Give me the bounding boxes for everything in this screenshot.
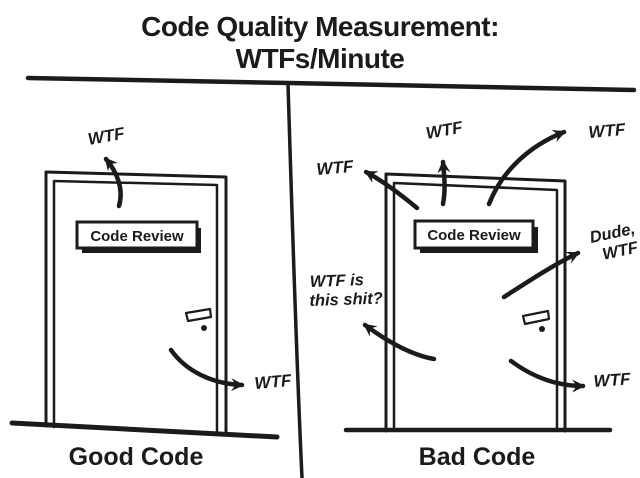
good-code-panel: Code Review WTF WTF Good Code [9, 124, 293, 471]
bad-door-outer-frame [384, 172, 567, 433]
good-door-handle-dot [201, 325, 207, 331]
good-arrow-top [103, 156, 123, 209]
bad-door-inner-frame [392, 181, 559, 433]
good-door-handle [184, 307, 213, 323]
bad-code-panel: Code Review WTF WTF WTF Dude, WTF WTF is [309, 118, 640, 471]
title-line1: Code Quality Measurement: [141, 11, 499, 42]
bad-wtf-door-label: WTF [593, 369, 632, 391]
bad-question-label: WTF is this shit? [309, 271, 383, 310]
bad-arrow-question [362, 322, 437, 362]
title-line2: WTFs/Minute [236, 43, 405, 74]
bad-wtf-top-center-label: WTF [424, 118, 464, 143]
bad-dude-wtf-label: Dude, WTF [588, 220, 640, 264]
panel-divider-line [286, 82, 304, 478]
bad-door-handle-dot [539, 326, 545, 332]
good-sign-face [75, 220, 199, 250]
bad-arrow-top-right [486, 129, 567, 207]
good-wtf-door-label: WTF [254, 371, 293, 393]
bad-question-line2: this shit? [309, 289, 383, 310]
bad-arrow-door [508, 358, 586, 393]
good-sign-label: Code Review [90, 228, 184, 245]
good-door-sign: Code Review [75, 220, 201, 253]
top-rule-line [25, 75, 637, 93]
bad-sign-label: Code Review [427, 227, 521, 244]
good-door-outer-frame [44, 170, 228, 436]
good-ground-line [9, 420, 280, 440]
good-door-inner-frame [52, 179, 219, 436]
bad-arrow-dude [501, 250, 581, 300]
bad-wtf-top-left-label: WTF [316, 157, 355, 179]
good-arrow-door [168, 347, 245, 392]
bad-arrow-top-left [363, 169, 420, 211]
good-panel-caption: Good Code [69, 443, 204, 471]
bad-sign-face [413, 219, 535, 250]
good-wtf-top-label: WTF [86, 124, 126, 149]
bad-arrow-top-center [437, 159, 451, 207]
bad-question-line1: WTF is [310, 271, 365, 291]
bad-panel-caption: Bad Code [419, 443, 536, 471]
bad-door-handle [521, 309, 551, 326]
bad-wtf-top-right-label: WTF [588, 120, 627, 142]
bad-door-sign: Code Review [413, 219, 538, 253]
